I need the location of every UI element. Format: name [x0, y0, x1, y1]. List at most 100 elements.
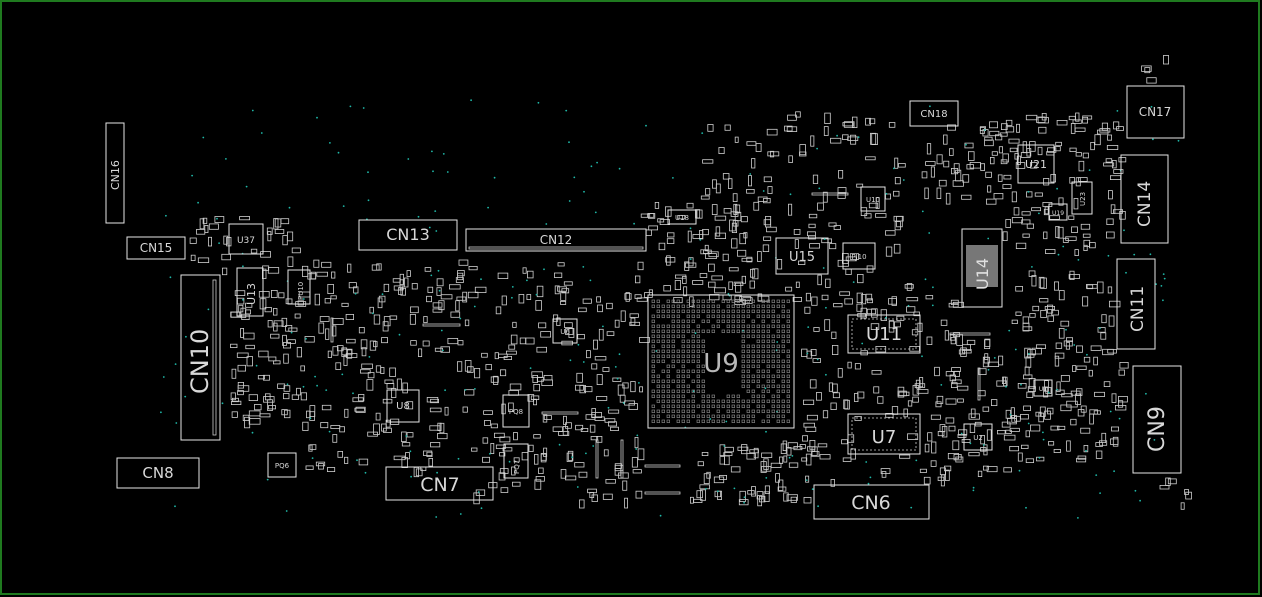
chip-u7[interactable]: U7 — [847, 413, 921, 455]
label-u2: U2 — [973, 434, 983, 442]
bga-ball — [696, 359, 700, 363]
smd-pad — [207, 236, 212, 247]
chip-u6[interactable]: U6 — [552, 318, 578, 344]
bga-ball — [761, 359, 765, 363]
bga-ball — [741, 364, 745, 368]
smd-pad — [728, 267, 739, 272]
chip-u23[interactable]: U23 — [1071, 181, 1093, 215]
smd-pad — [729, 219, 736, 232]
bga-ball — [756, 314, 760, 318]
smd-pad — [799, 151, 807, 157]
bga-ball — [756, 399, 760, 403]
bga-ball — [681, 304, 685, 308]
label-cn17: CN17 — [1139, 105, 1172, 119]
connector-cn6[interactable]: CN6 — [813, 484, 930, 520]
bga-ball — [756, 304, 760, 308]
bga-ball — [686, 414, 690, 418]
smd-pad — [500, 487, 509, 493]
via — [431, 150, 433, 153]
smd-pad — [288, 327, 298, 332]
bga-ball — [776, 304, 780, 308]
bga-ball — [786, 314, 790, 318]
smd-pad — [361, 363, 373, 369]
smd-pad — [845, 256, 857, 262]
chip-u10[interactable]: U10 — [860, 186, 886, 212]
chip-u13[interactable]: U13 — [236, 267, 264, 317]
connector-cn15[interactable]: CN15 — [126, 236, 186, 260]
chip-u11[interactable]: U11 — [847, 314, 921, 354]
smd-pad — [828, 382, 834, 392]
bga-ball — [751, 399, 755, 403]
connector-cn14[interactable]: CN14 — [1120, 154, 1169, 244]
smd-pad — [990, 156, 995, 165]
chip-pq6[interactable]: PQ6 — [267, 452, 297, 478]
smd-pad — [230, 343, 238, 349]
smd-pad — [624, 497, 628, 509]
smd-pad — [574, 462, 585, 468]
via — [910, 506, 913, 509]
smd-pad — [348, 282, 357, 289]
connector-cn11[interactable]: CN11 — [1116, 258, 1156, 350]
chip-pq7[interactable]: PQ7 — [503, 443, 529, 479]
chip-u19[interactable]: U19 — [1048, 203, 1068, 221]
smd-pad — [1060, 320, 1070, 327]
bga-ball — [726, 409, 730, 413]
smd-pad — [358, 458, 369, 466]
smd-pad — [1048, 441, 1055, 446]
smd-pad — [700, 249, 709, 255]
connector-cn17[interactable]: CN17 — [1126, 85, 1185, 139]
via — [893, 167, 895, 170]
chip-u2[interactable]: U2 — [963, 423, 993, 451]
connector-cn8[interactable]: CN8 — [116, 457, 200, 489]
smd-pad — [761, 452, 773, 458]
chip-u8[interactable]: U8 — [386, 389, 420, 423]
via — [251, 431, 254, 434]
smd-pad — [1065, 236, 1077, 241]
label-u1: U1 — [1039, 386, 1047, 393]
connector-cn10[interactable]: CN10 — [180, 274, 221, 441]
chip-u18[interactable]: U18 — [667, 209, 697, 225]
chip-u1[interactable]: U1 — [1033, 379, 1053, 397]
chip-u14[interactable]: U14 — [961, 228, 1003, 308]
smd-pad — [309, 444, 317, 450]
chip-u15[interactable]: U15 — [775, 237, 829, 275]
connector-cn16[interactable]: CN16 — [105, 122, 125, 224]
via — [511, 296, 513, 299]
via — [915, 459, 918, 462]
smd-pad — [510, 334, 518, 345]
via — [362, 107, 365, 109]
smd-pad — [997, 429, 1006, 435]
bga-ball — [716, 319, 720, 323]
smd-pad — [1066, 440, 1071, 452]
connector-cn13[interactable]: CN13 — [358, 219, 458, 251]
bga-ball — [656, 379, 660, 383]
via — [367, 171, 369, 174]
bga-ball — [761, 389, 765, 393]
bga-ball — [786, 309, 790, 313]
smd-pad — [1023, 405, 1031, 411]
chip-u21[interactable]: U21 — [1017, 144, 1055, 184]
chip-pq8[interactable]: PQ8 — [502, 394, 530, 428]
bga-ball — [786, 319, 790, 323]
smd-pad — [1022, 316, 1030, 324]
bga-ball — [781, 309, 785, 313]
smd-pad — [534, 479, 542, 490]
chip-pj10[interactable]: PJ10 — [842, 242, 876, 270]
smd-pad — [373, 314, 381, 325]
bga-ball — [751, 309, 755, 313]
chip-pu10[interactable]: PU10 — [287, 269, 311, 305]
via — [1163, 277, 1166, 280]
chip-u9[interactable]: U9 — [647, 294, 795, 429]
via — [867, 482, 870, 485]
connector-cn18[interactable]: CN18 — [909, 100, 959, 127]
via — [311, 457, 314, 459]
smd-pad — [1025, 458, 1034, 463]
chip-u37[interactable]: U37 — [228, 223, 264, 255]
connector-cn7[interactable]: CN7 — [385, 466, 494, 501]
connector-cn9[interactable]: CN9 — [1132, 365, 1182, 474]
bga-ball — [786, 389, 790, 393]
bga-ball — [751, 364, 755, 368]
connector-cn12[interactable]: CN12 — [465, 228, 647, 252]
via — [165, 214, 167, 217]
bga-ball — [661, 389, 665, 393]
